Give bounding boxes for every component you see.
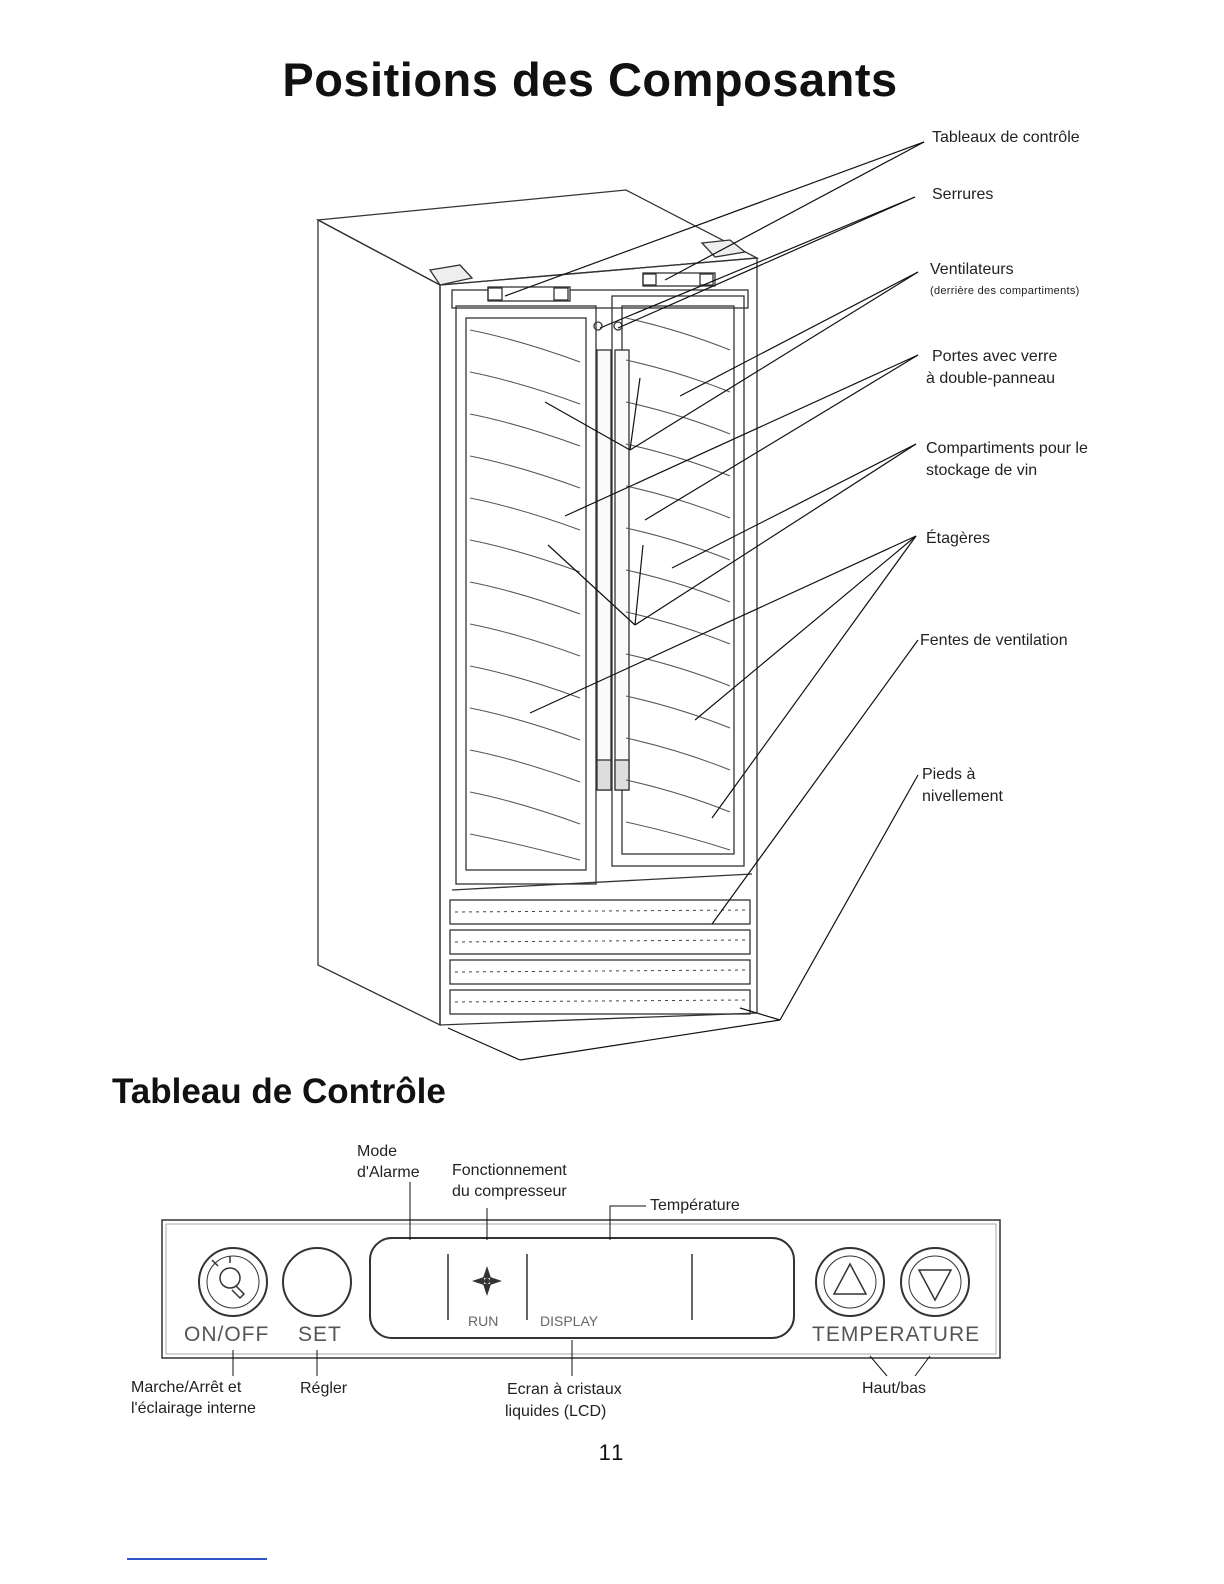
label-storage-1: Compartiments pour le bbox=[926, 440, 1088, 457]
fan-icon bbox=[472, 1266, 502, 1296]
label-fans-note: (derrière des compartiments) bbox=[930, 285, 1080, 297]
label-storage-2: stockage de vin bbox=[926, 462, 1038, 479]
light-bulb-icon bbox=[211, 1256, 246, 1300]
label-compressor-2: du compresseur bbox=[452, 1183, 567, 1200]
label-feet-2: nivellement bbox=[922, 788, 1003, 805]
label-compressor-1: Fonctionnement bbox=[452, 1162, 567, 1179]
label-alarm-2: d'Alarme bbox=[357, 1164, 420, 1181]
arrow-up-icon bbox=[832, 1262, 868, 1295]
button-print-onoff: ON/OFF bbox=[184, 1323, 270, 1346]
label-fans: Ventilateurs bbox=[930, 261, 1014, 278]
section-title-control-panel: Tableau de Contrôle bbox=[112, 1072, 446, 1111]
label-shelves: Étagères bbox=[926, 530, 991, 547]
label-set: Régler bbox=[300, 1380, 348, 1397]
label-vents: Fentes de ventilation bbox=[920, 632, 1068, 649]
label-locks: Serrures bbox=[932, 186, 994, 203]
indicator-display: DISPLAY bbox=[540, 1313, 599, 1329]
indicator-run: RUN bbox=[468, 1313, 499, 1329]
button-print-temperature: TEMPERATURE bbox=[812, 1323, 981, 1346]
label-onoff-1: Marche/Arrêt et bbox=[131, 1379, 242, 1396]
arrow-down-icon bbox=[917, 1269, 953, 1302]
label-glass-doors-2: à double-panneau bbox=[926, 370, 1056, 387]
page-title: Positions des Composants bbox=[282, 53, 898, 106]
label-feet-1: Pieds à bbox=[922, 766, 976, 783]
label-alarm-1: Mode bbox=[357, 1143, 398, 1160]
label-lcd-2: liquides (LCD) bbox=[505, 1403, 607, 1420]
label-glass-doors-1: Portes avec verre bbox=[932, 348, 1058, 365]
label-onoff-2: l'éclairage interne bbox=[131, 1400, 256, 1417]
label-temperature: Température bbox=[650, 1197, 740, 1214]
label-control-panels: Tableaux de contrôle bbox=[932, 129, 1080, 146]
label-updown: Haut/bas bbox=[862, 1380, 927, 1397]
page-number: 11 bbox=[598, 1440, 626, 1465]
button-print-set: SET bbox=[298, 1323, 342, 1346]
footer-rule bbox=[127, 1558, 267, 1560]
label-lcd-1: Ecran à cristaux bbox=[507, 1381, 622, 1398]
